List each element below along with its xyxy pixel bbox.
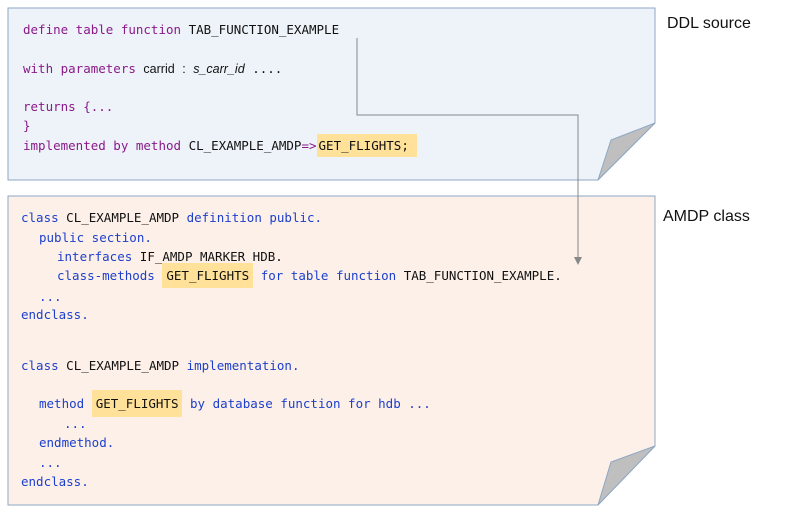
ddl-keyword: with parameters: [23, 61, 136, 76]
ddl-line-1: define table function TAB_FUNCTION_EXAMP…: [23, 22, 339, 37]
amdp-method-highlight-2: GET_FLIGHTS: [91, 390, 183, 417]
amdp-class-name: CL_EXAMPLE_AMDP: [66, 358, 180, 373]
amdp-fold-corner: [597, 445, 656, 506]
amdp-line-7: class CL_EXAMPLE_AMDP implementation.: [21, 358, 299, 373]
ddl-param-dots: ....: [252, 61, 283, 76]
amdp-line-1: class CL_EXAMPLE_AMDP definition public.: [21, 210, 322, 225]
ddl-line-5: implemented by method CL_EXAMPLE_AMDP=>G…: [23, 134, 417, 157]
amdp-keyword: by database function for hdb ...: [190, 396, 431, 411]
ddl-returns-body: {...: [83, 99, 114, 114]
amdp-class-label: AMDP class: [663, 208, 750, 225]
amdp-line-12: endclass.: [21, 474, 89, 489]
ddl-function-name: TAB_FUNCTION_EXAMPLE: [188, 22, 340, 37]
amdp-class-name: CL_EXAMPLE_AMDP: [66, 210, 180, 225]
connector-arrowhead: [574, 257, 582, 265]
amdp-line-4: class-methods GET_FLIGHTS for table func…: [57, 263, 562, 288]
amdp-line-11: ...: [39, 455, 62, 470]
connector-arrow: [356, 38, 579, 258]
amdp-keyword: implementation.: [186, 358, 300, 373]
amdp-line-9: ...: [64, 416, 87, 431]
amdp-function-name: TAB_FUNCTION_EXAMPLE.: [403, 268, 562, 283]
amdp-keyword: class: [21, 358, 59, 373]
ddl-line-2: with parameters carrid : s_carr_id ....: [23, 61, 282, 77]
ddl-method-highlight: GET_FLIGHTS;: [316, 134, 417, 157]
amdp-line-10: endmethod.: [39, 435, 115, 450]
amdp-line-6: endclass.: [21, 307, 89, 322]
ddl-keyword: returns: [23, 99, 76, 114]
amdp-keyword: definition public.: [186, 210, 323, 225]
ddl-param-type: s_carr_id: [193, 62, 245, 76]
ddl-keyword: define table function: [23, 22, 182, 37]
amdp-interface-name: IF_AMDP_MARKER_HDB.: [139, 249, 283, 264]
ddl-source-label: DDL source: [667, 15, 751, 32]
amdp-line-3: interfaces IF_AMDP_MARKER_HDB.: [57, 249, 283, 264]
ddl-line-4: }: [23, 118, 31, 133]
amdp-keyword: for table function: [260, 268, 397, 283]
amdp-line-2: public section.: [39, 230, 152, 245]
amdp-keyword: class: [21, 210, 59, 225]
amdp-keyword: class-methods: [57, 268, 155, 283]
ddl-param-colon: :: [182, 62, 186, 76]
amdp-line-5: ...: [39, 289, 62, 304]
ddl-class-name: CL_EXAMPLE_AMDP: [188, 138, 302, 153]
ddl-keyword: implemented by method: [23, 138, 182, 153]
ddl-fold-corner: [597, 122, 656, 181]
amdp-keyword: interfaces: [57, 249, 133, 264]
amdp-keyword: method: [39, 396, 85, 411]
ddl-arrow-operator: =>: [301, 138, 317, 153]
ddl-param-name: carrid: [143, 62, 175, 76]
amdp-method-highlight-1: GET_FLIGHTS: [162, 263, 254, 288]
ddl-line-3: returns {...: [23, 99, 113, 114]
amdp-line-8: method GET_FLIGHTS by database function …: [39, 390, 431, 417]
